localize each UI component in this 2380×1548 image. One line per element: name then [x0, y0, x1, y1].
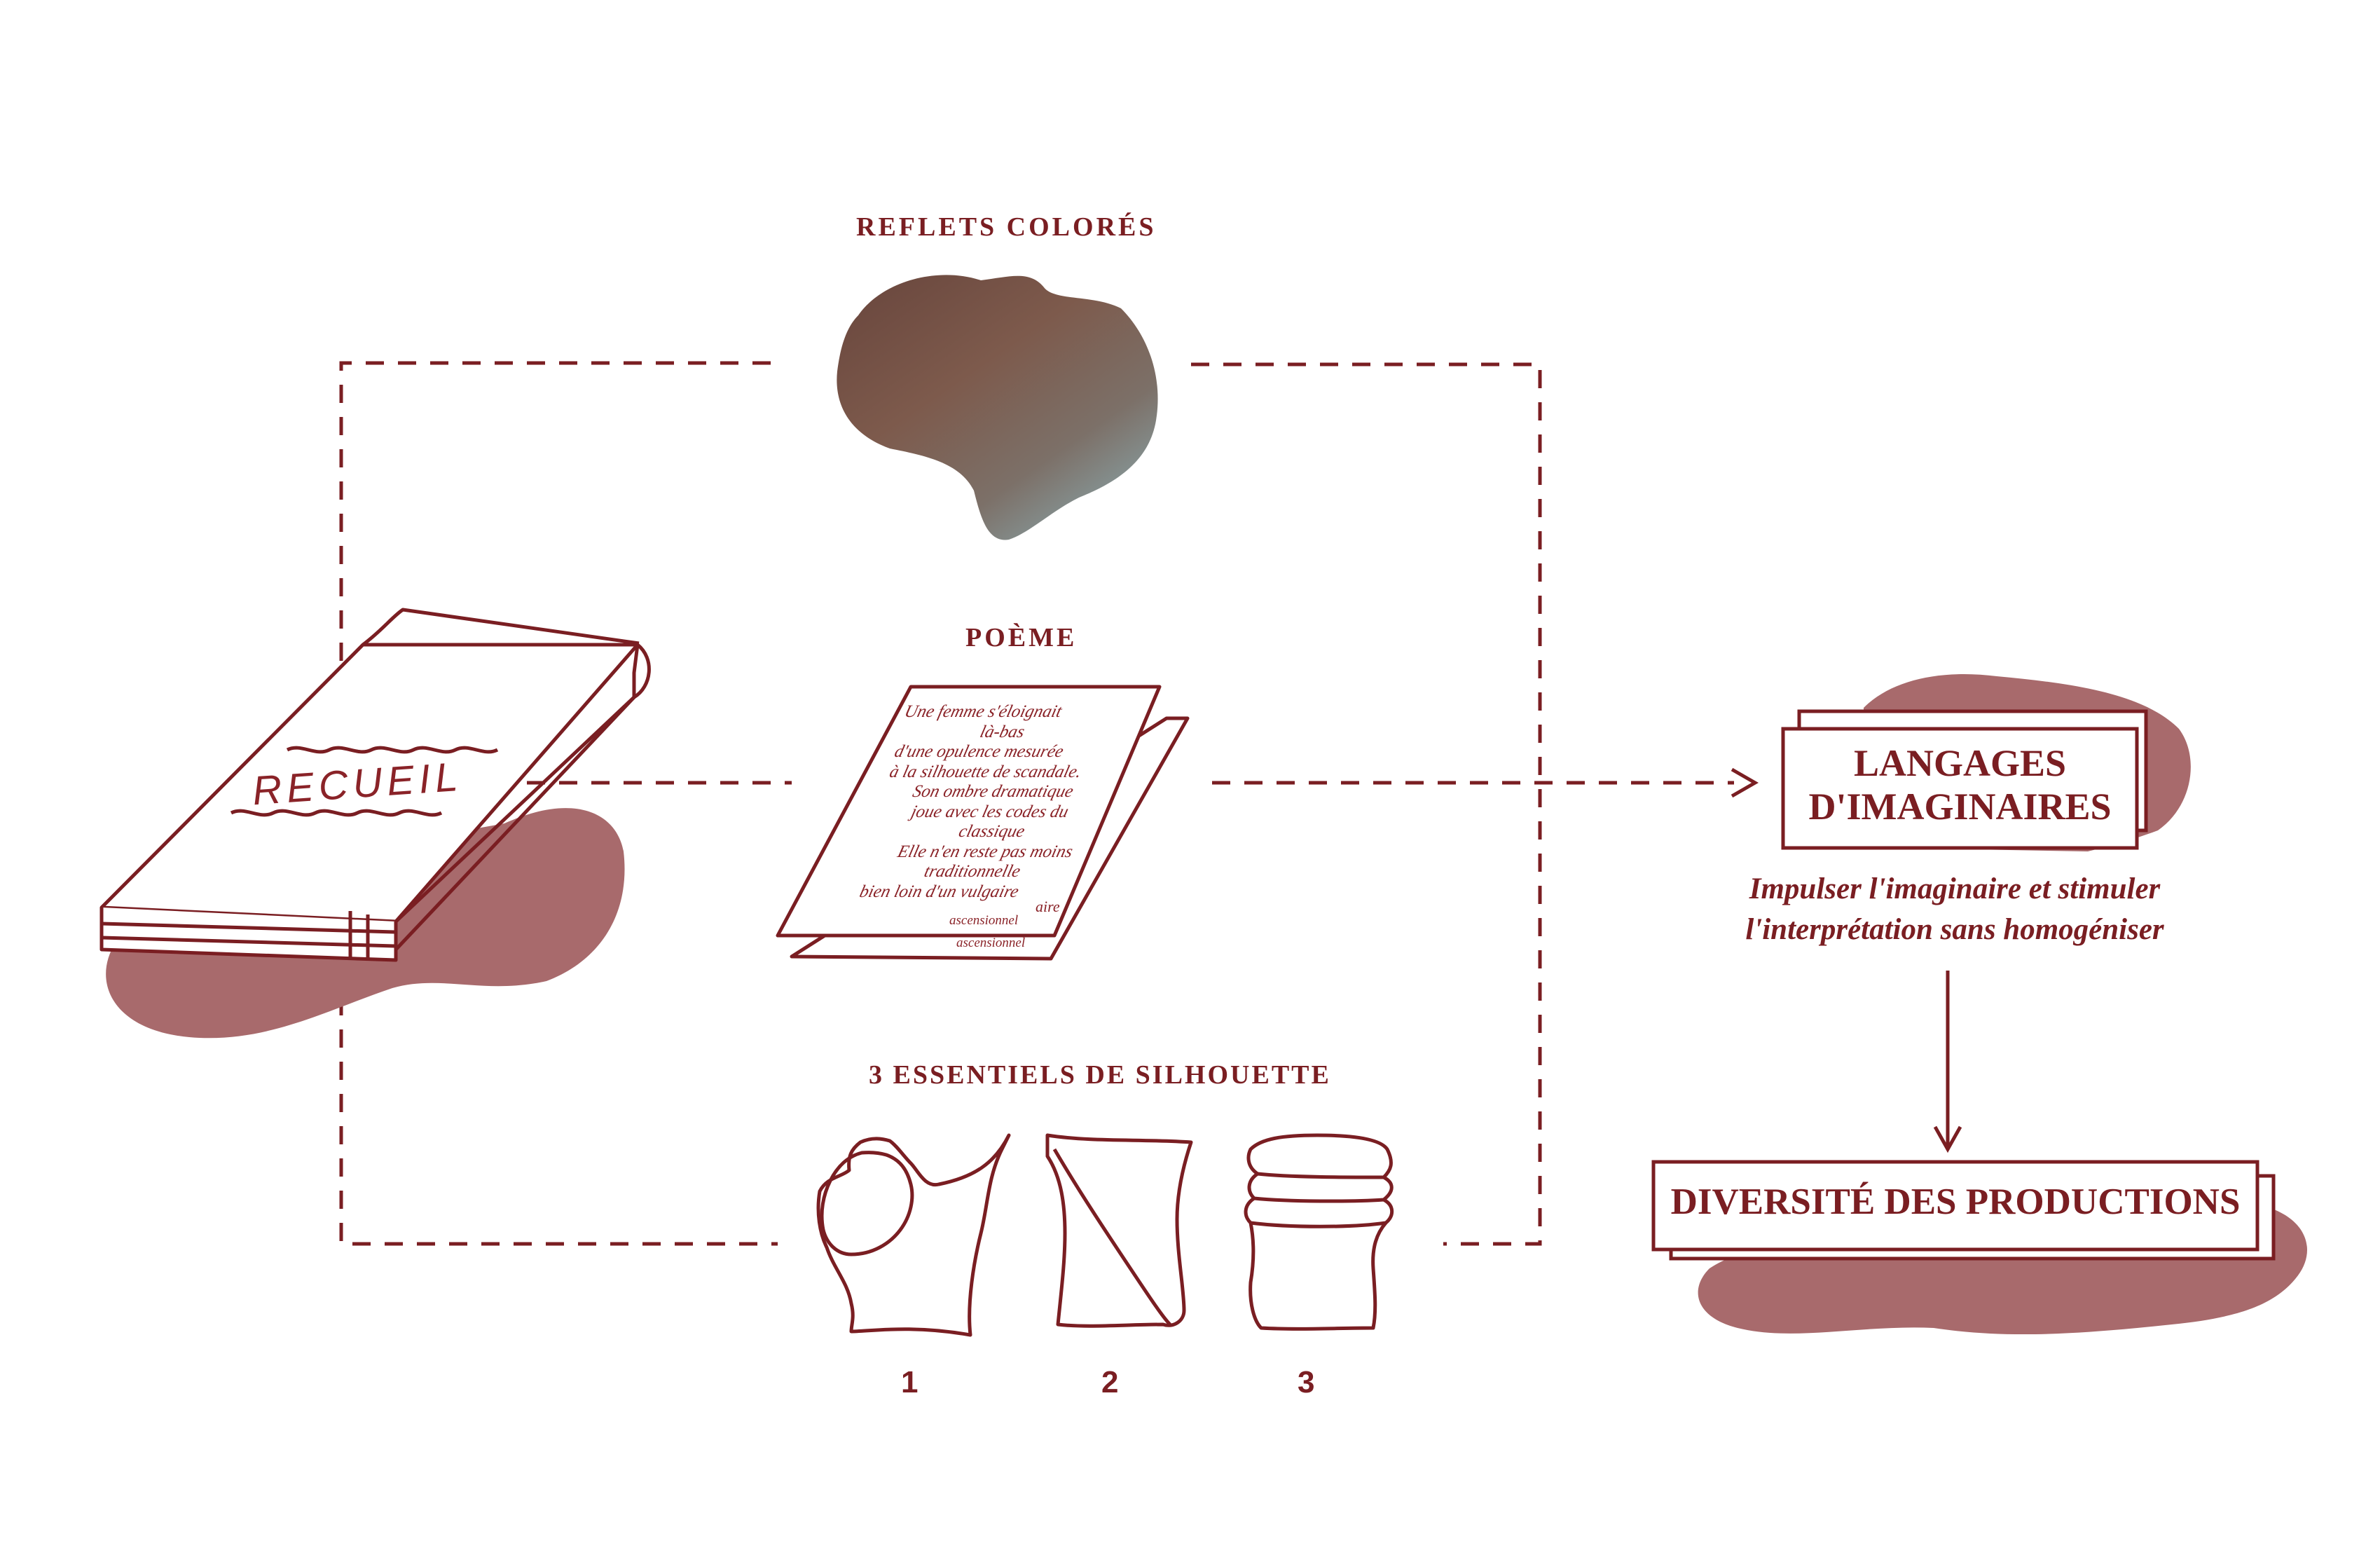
poem-line: traditionnelle [922, 862, 1023, 881]
silhouette-number-3: 3 [1298, 1365, 1315, 1399]
arrowhead-right [1731, 767, 1759, 798]
poem-pages-icon [776, 685, 1190, 961]
silhouette-3-icon [1244, 1133, 1394, 1331]
book-icon [99, 608, 651, 962]
box1-line2: D'IMAGINAIRES [1808, 786, 2112, 828]
dashed-connectors [339, 361, 1734, 1246]
reflets-blob [837, 275, 1158, 540]
poem-back-footer: ascensionnel [956, 936, 1026, 950]
silhouette-2-icon [1045, 1133, 1193, 1328]
poem-line: bien loin d'un vulgaire [858, 882, 1021, 901]
arrowhead-down [1933, 1125, 1962, 1153]
poem-line: joue avec les codes du [909, 802, 1071, 821]
box1-subtitle: Impulser l'imaginaire et stimuler l'inte… [1710, 869, 2200, 950]
label-essentiels: 3 ESSENTIELS DE SILHOUETTE [869, 1060, 1331, 1090]
dashed-left-loop [339, 361, 778, 1246]
subtitle-line2: l'interprétation sans homogéniser [1745, 913, 2164, 947]
poem-line: Une femme s'éloignait [902, 702, 1064, 721]
poem-line: à la silhouette de scandale. [887, 762, 1084, 781]
poem-back-fragment: aire [1036, 898, 1060, 915]
poem-line: là-bas [978, 722, 1027, 741]
box1-frame [1781, 709, 2148, 850]
label-reflets-colores: REFLETS COLORÉS [856, 212, 1157, 242]
box1-title: LANGAGES D'IMAGINAIRES [1783, 741, 2137, 828]
silhouette-number-2: 2 [1101, 1365, 1119, 1399]
poem-footer: ascensionnel [949, 913, 1019, 928]
label-poeme: POÈME [965, 623, 1078, 652]
box2-frame [1651, 1160, 2276, 1261]
subtitle-line1: Impulser l'imaginaire et stimuler [1749, 872, 2161, 905]
box1-line1: LANGAGES [1853, 742, 2067, 784]
silhouette-1-icon [816, 1133, 1011, 1337]
poem-line: classique [956, 822, 1027, 841]
poem-line: Son ombre dramatique [910, 782, 1075, 801]
dashed-right-loop [1191, 362, 1542, 1246]
box2-title: DIVERSITÉ DES PRODUCTIONS [1670, 1181, 2241, 1222]
poem-line: Elle n'en reste pas moins [895, 842, 1075, 861]
poem-line: d'une opulence mesurée [893, 742, 1066, 761]
silhouette-number-1: 1 [901, 1365, 919, 1399]
